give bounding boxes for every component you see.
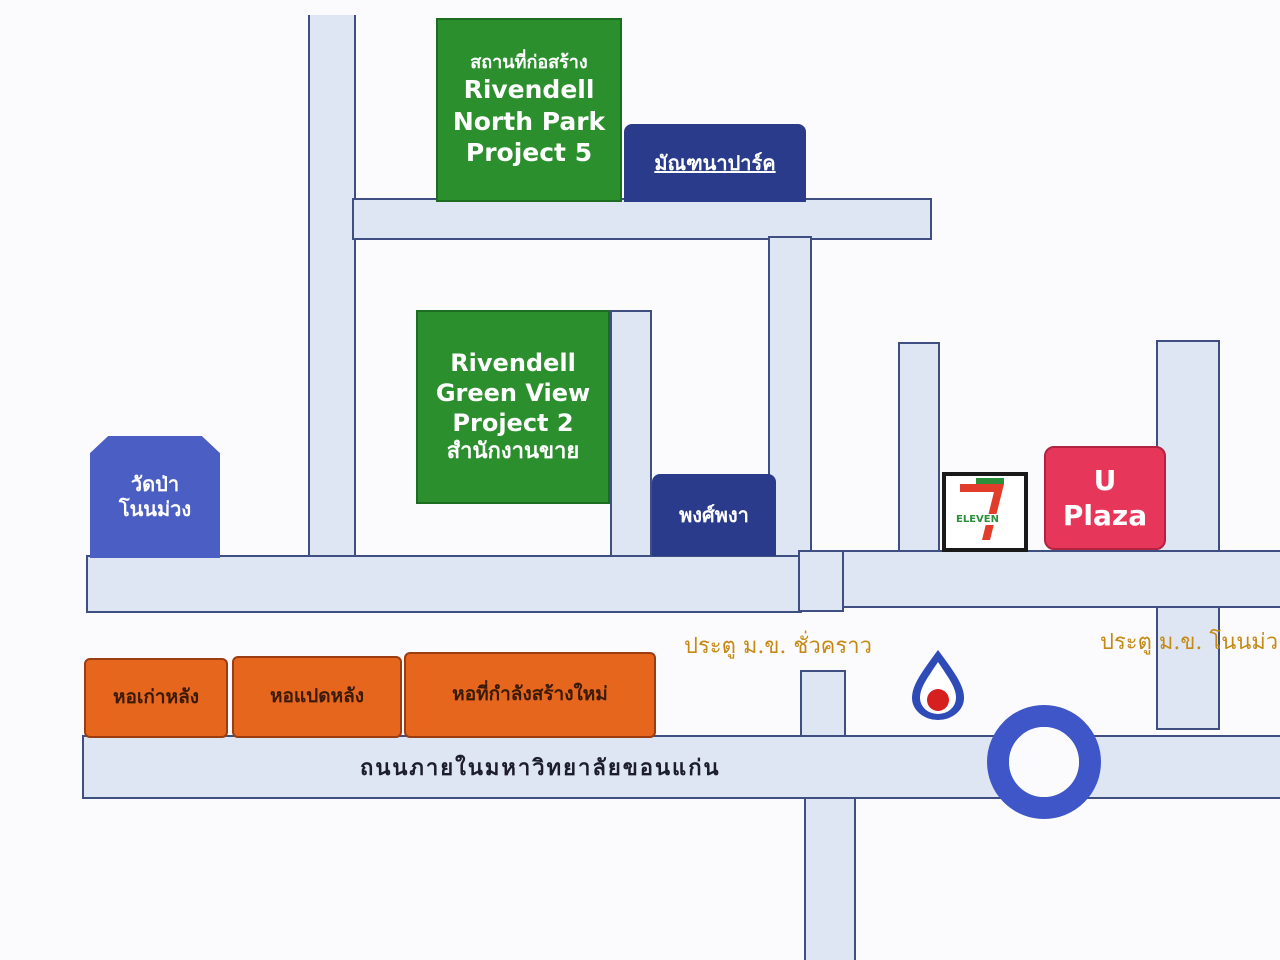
road-main-right [840,550,1280,608]
gate-nonmuang-label: ประตู ม.ข. โนนม่วง [1100,630,1280,655]
road-vertical-left [308,15,356,560]
campus-road-label: ถนนภายในมหาวิทยาลัยขอนแก่น [360,755,721,781]
road-vertical-right1 [898,342,940,560]
manthana-park-block: มัณฑนาปาร์ค [624,124,806,202]
u-plaza-line-2: Plaza [1062,499,1148,532]
road-vertical-south-lower [804,795,856,960]
roundabout-icon [987,705,1101,819]
green-view-line-1: Rivendell [450,349,576,378]
pongpha-block: พงศ์พงา [652,474,776,556]
seven-eleven-inner: ELEVEN [946,476,1024,548]
rivendell-north-park-block: สถานที่ก่อสร้าง Rivendell North Park Pro… [436,18,622,202]
wat-line-1: วัดป่า [130,472,180,496]
rivendell-green-view-block: Rivendell Green View Project 2 สำนักงานข… [416,310,610,504]
wat-line-2: โนนม่วง [118,497,192,521]
gate-temporary-label: ประตู ม.ข. ชั่วคราว [684,634,872,659]
wat-pa-nonmuang-block: วัดป่า โนนม่วง [90,436,220,558]
road-vertical-mid [610,310,652,560]
u-plaza-line-1: U [1093,464,1117,497]
road-upper-horizontal [352,198,932,240]
dorm-new-label: หอที่กำลังสร้างใหม่ [452,683,608,706]
road-vertical-south-mid [800,670,846,740]
green-view-line-3: Project 2 [452,409,574,438]
dorm-eight-block: หอแปดหลัง [232,656,402,738]
seven-icon [960,478,1004,540]
gas-station-icon [912,650,964,720]
manthana-park-label: มัณฑนาปาร์ค [654,150,776,175]
road-main-left [86,555,802,613]
dorm-eight-label: หอแปดหลัง [269,685,365,708]
u-plaza-block: U Plaza [1044,446,1166,550]
north-park-line-4: Project 5 [465,137,593,167]
pongpha-label: พงศ์พงา [679,502,749,527]
north-park-line-3: North Park [452,106,606,136]
seven-eleven-text: ELEVEN [956,514,999,525]
north-park-line-1: สถานที่ก่อสร้าง [470,51,588,73]
dorm-new-block: หอที่กำลังสร้างใหม่ [404,652,656,738]
green-view-line-2: Green View [435,379,591,408]
seven-eleven-logo: ELEVEN [942,472,1028,552]
north-park-line-2: Rivendell [463,75,595,105]
dorm-old-block: หอเก่าหลัง [84,658,228,738]
green-view-line-4: สำนักงานขาย [446,439,580,465]
dorm-old-label: หอเก่าหลัง [112,686,200,709]
road-vertical-south-upper [798,550,844,612]
